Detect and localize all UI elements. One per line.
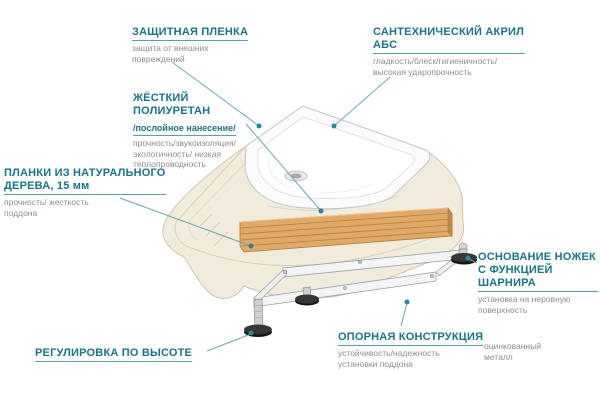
foot-middle: [295, 286, 319, 306]
polyurethane-title-note: /послойное нанесение/: [133, 123, 236, 136]
protective-film-subtext: защита от внешних повреждений: [132, 42, 209, 64]
wood-planks-subtext: прочность/ жесткость поддона: [4, 196, 89, 218]
callout-wood-planks: ПЛАНКИ ИЗ НАТУРАЛЬНОГО ДЕРЕВА, 15 мм про…: [4, 167, 166, 218]
leader-dots: [248, 123, 471, 336]
leader-lines: [119, 61, 478, 352]
callout-acrylic: САНТЕХНИЧЕСКИЙ АКРИЛ АБС гладкость/блеск…: [373, 26, 525, 77]
polyurethane-title: ЖЁСТКИЙ ПОЛИУРЕТАН: [133, 92, 211, 117]
acrylic-subtext: гладкость/блеск/гигиеничность/ высокая у…: [373, 55, 498, 77]
galvanized-metal-note: оцинкованный металл: [484, 341, 541, 362]
acrylic-title: САНТЕХНИЧЕСКИЙ АКРИЛ АБС: [373, 26, 525, 54]
callout-height-adjustment: РЕГУЛИРОВКА ПО ВЫСОТЕ: [35, 343, 193, 362]
feet-base-subtext: установка на неровную поверхность: [478, 293, 571, 315]
callout-protective-film: ЗАЩИТНАЯ ПЛЕНКА защита от внешних повреж…: [132, 22, 252, 64]
support-frame-title: ОПОРНАЯ КОНСТРУКЦИЯ: [338, 331, 484, 346]
tray-top-acrylic: [244, 105, 431, 210]
polyurethane-subtext: прочность/звукоизоляция/ экологичность/ …: [133, 137, 236, 170]
protective-film-title: ЗАЩИТНАЯ ПЛЕНКА: [132, 26, 249, 41]
callout-support-frame: ОПОРНАЯ КОНСТРУКЦИЯ устойчивость/надежно…: [338, 327, 488, 369]
feet-base-title: ОСНОВАНИЕ НОЖЕК С ФУНКЦИЕЙ ШАРНИРА: [478, 251, 598, 292]
height-adjustment-title: РЕГУЛИРОВКА ПО ВЫСОТЕ: [35, 347, 193, 362]
callout-polyurethane: ЖЁСТКИЙ ПОЛИУРЕТАН /послойное нанесение/…: [133, 92, 248, 170]
callout-feet-base: ОСНОВАНИЕ НОЖЕК С ФУНКЦИЕЙ ШАРНИРА устан…: [478, 251, 598, 315]
drain-hole: [284, 170, 308, 182]
wood-planks-title: ПЛАНКИ ИЗ НАТУРАЛЬНОГО ДЕРЕВА, 15 мм: [4, 167, 166, 195]
support-frame-subtext: устойчивость/надежность установки поддон…: [338, 347, 440, 369]
wood-plank-band: [239, 207, 453, 253]
